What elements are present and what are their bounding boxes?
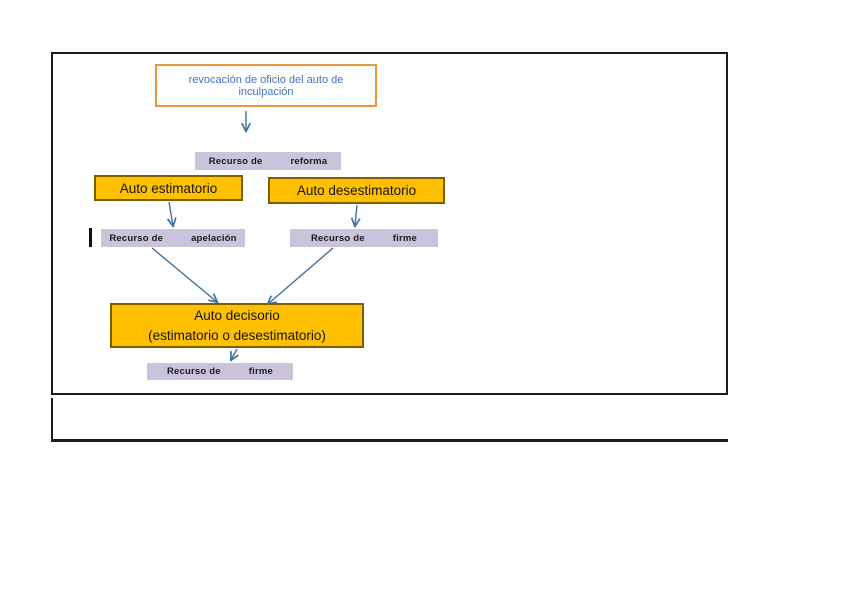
label-left: Recurso de bbox=[208, 155, 263, 167]
node-label: revocación de oficio del auto de inculpa… bbox=[188, 73, 344, 98]
node-auto-desestimatorio[interactable]: Auto desestimatorio bbox=[268, 177, 445, 204]
node-label-line1: Auto decisorio bbox=[194, 307, 280, 323]
label-right: apelación bbox=[191, 232, 237, 244]
node-auto-decisorio[interactable]: Auto decisorio (estimatorio o desestimat… bbox=[110, 303, 364, 348]
node-revocacion-de-oficio[interactable]: revocación de oficio del auto de inculpa… bbox=[155, 64, 377, 107]
label-left: Recurso de bbox=[167, 366, 221, 377]
node-recurso-de-firme-lower[interactable]: Recurso de firme bbox=[147, 363, 293, 380]
label-right: reforma bbox=[290, 155, 328, 167]
node-label-line2: (estimatorio o desestimatorio) bbox=[148, 327, 326, 343]
node-recurso-de-apelacion[interactable]: Recurso de apelación bbox=[101, 229, 245, 247]
node-label: Auto desestimatorio bbox=[296, 183, 417, 198]
label-right: firme bbox=[392, 232, 417, 244]
text-cursor bbox=[89, 228, 92, 247]
label-right: firme bbox=[248, 366, 273, 377]
table-cell-empty bbox=[51, 398, 728, 442]
node-recurso-de-firme-upper[interactable]: Recurso de firme bbox=[290, 229, 438, 247]
node-auto-estimatorio[interactable]: Auto estimatorio bbox=[94, 175, 243, 201]
label-left: Recurso de bbox=[109, 232, 164, 244]
node-recurso-de-reforma[interactable]: Recurso de reforma bbox=[195, 152, 341, 170]
node-label: Auto estimatorio bbox=[119, 180, 218, 196]
label-left: Recurso de bbox=[311, 232, 365, 244]
